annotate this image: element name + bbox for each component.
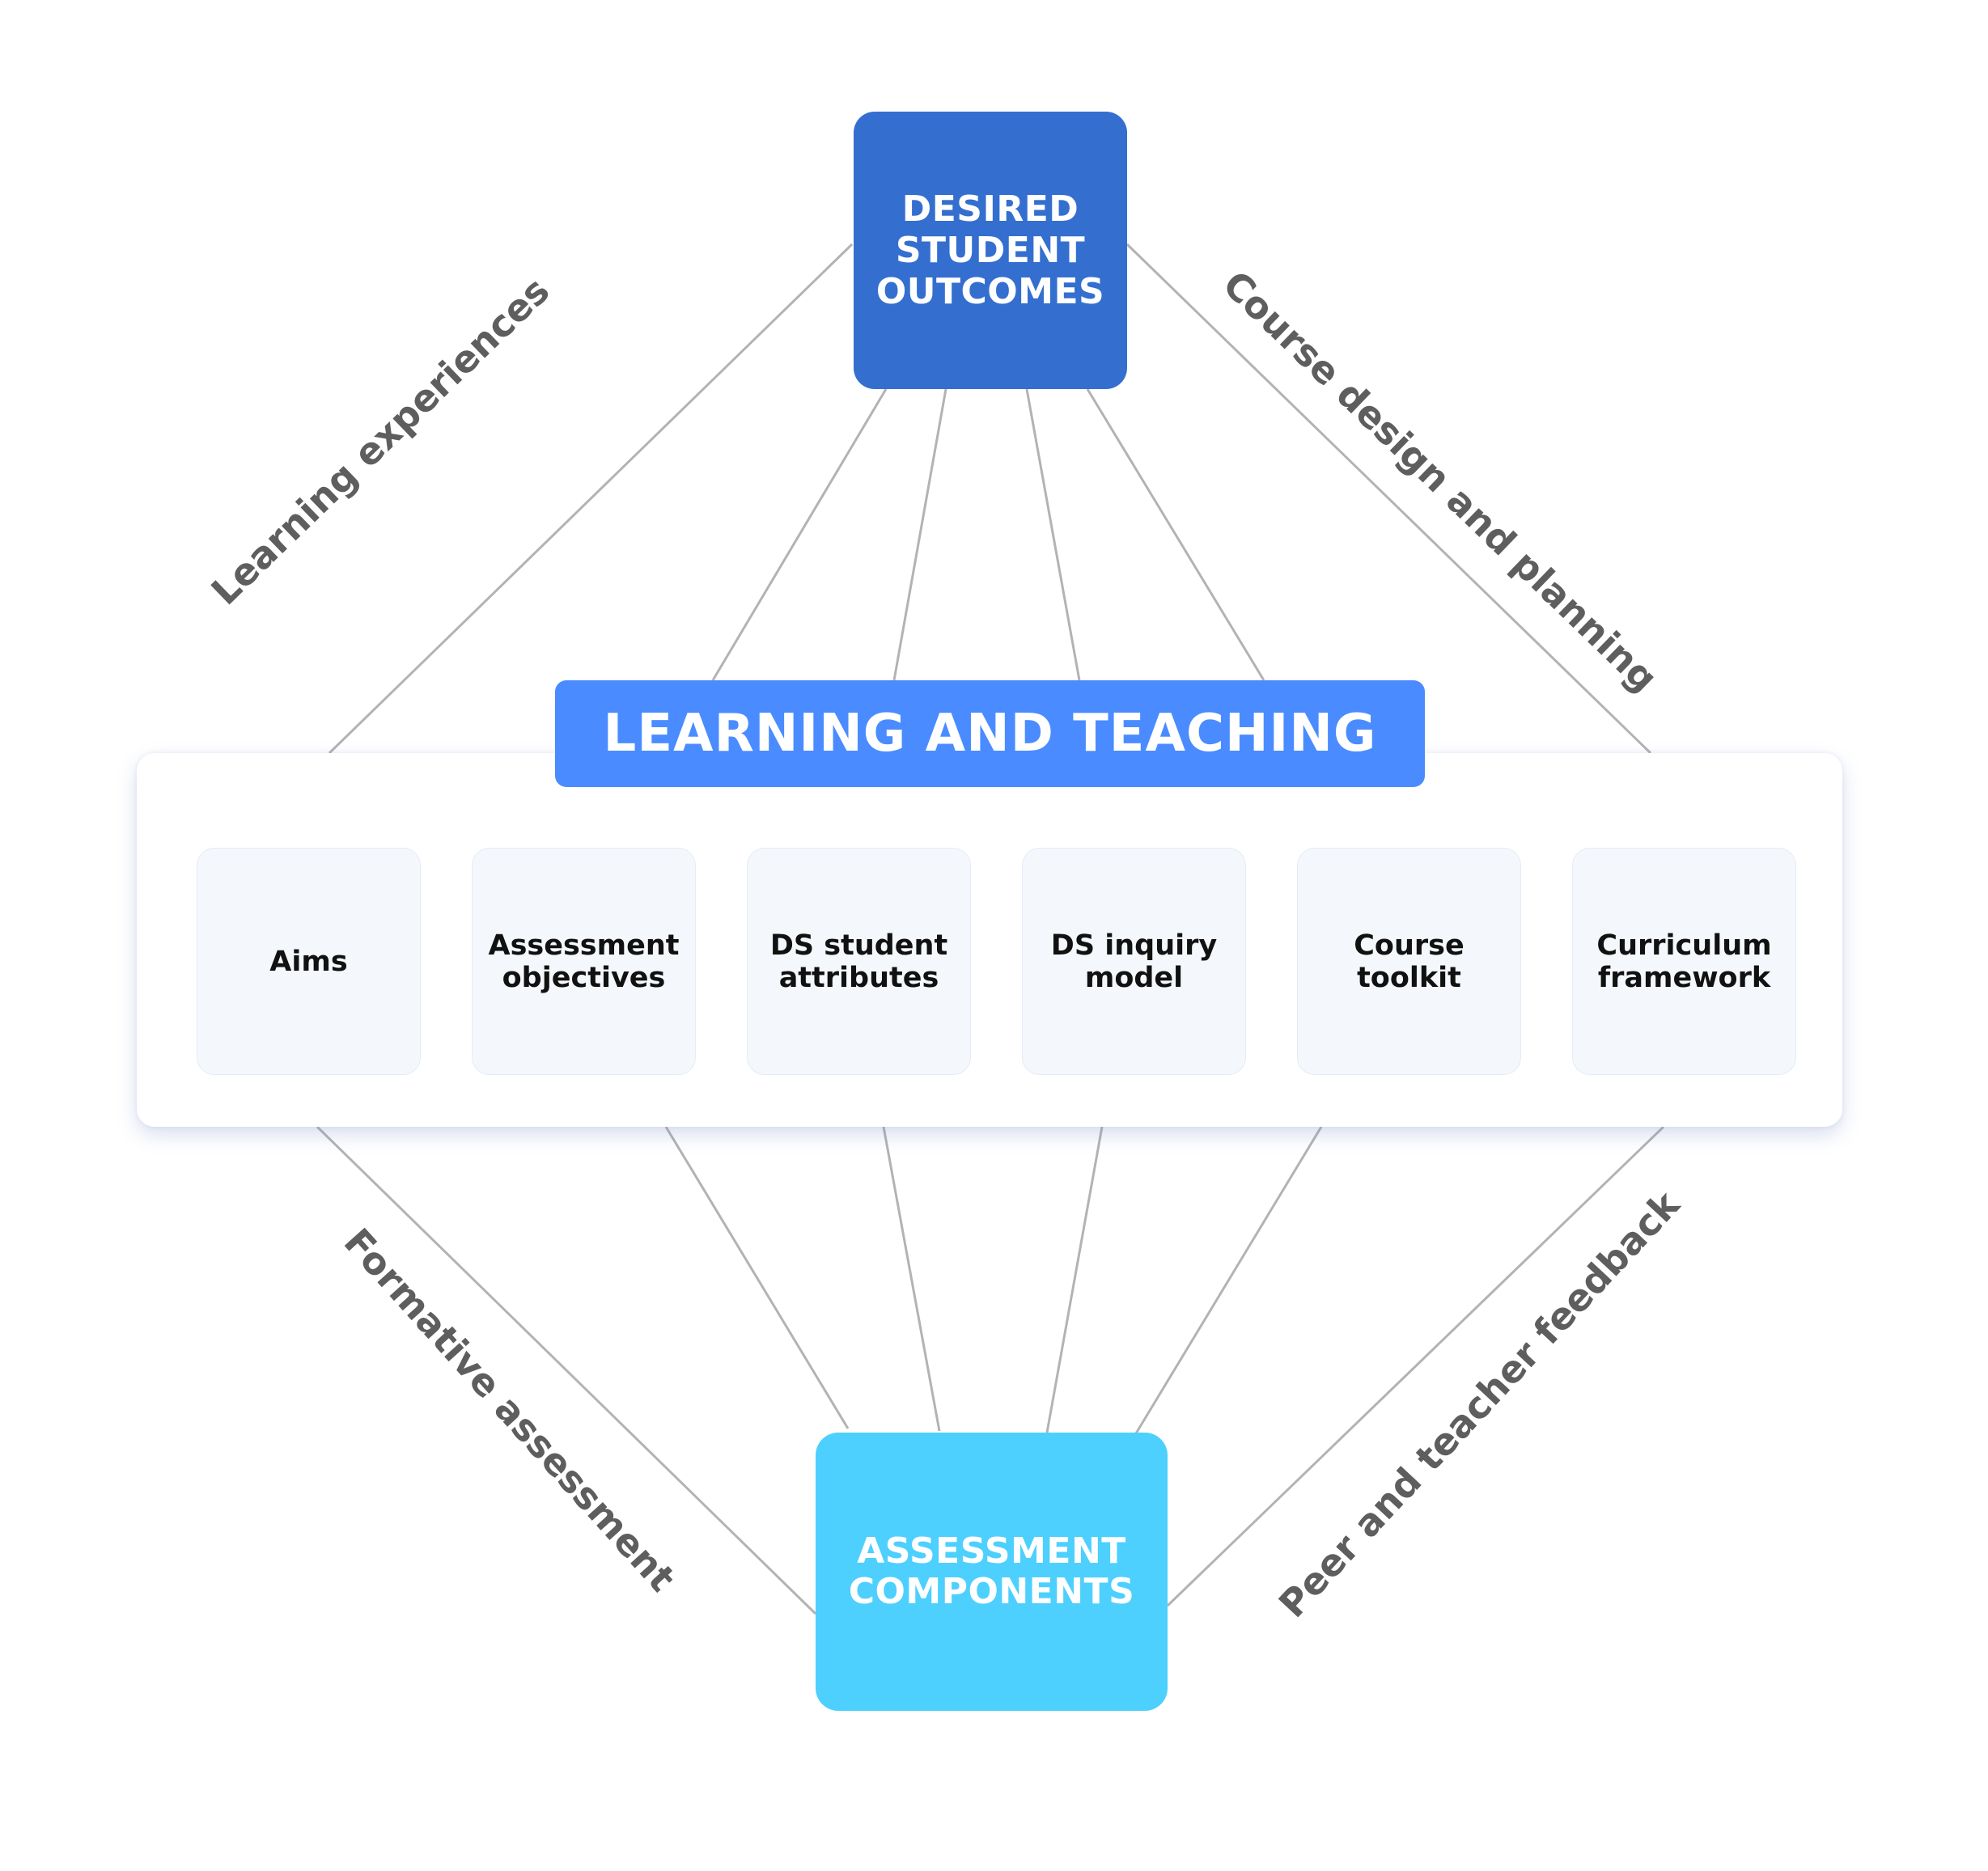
card-ds-student-attributes: DS student attributes	[747, 848, 971, 1075]
connector-bottom-fan-1	[664, 1126, 850, 1429]
card-label: DS student attributes	[769, 929, 948, 994]
learning-and-teaching-header: LEARNING AND TEACHING	[555, 680, 1425, 787]
card-label: Course toolkit	[1354, 929, 1465, 994]
connector-bottom-fan-2	[882, 1126, 941, 1432]
learning-and-teaching-panel	[137, 753, 1842, 1127]
assessment-components-node: ASSESSMENT COMPONENTS	[816, 1433, 1168, 1711]
connector-top-fan-2	[892, 388, 947, 681]
assessment-components-label: ASSESSMENT COMPONENTS	[848, 1530, 1135, 1612]
connector-top-fan-1	[711, 388, 888, 681]
connector-top-right	[1125, 243, 1652, 755]
desired-student-outcomes-label: DESIRED STUDENT OUTCOMES	[875, 188, 1105, 312]
card-label: Curriculum framework	[1596, 929, 1772, 994]
card-assessment-objectives: Assessment objectives	[472, 848, 696, 1075]
connector-bottom-left	[316, 1125, 817, 1615]
card-label: Aims	[269, 945, 348, 978]
connector-bottom-fan-4	[1134, 1126, 1323, 1434]
connector-bottom-right	[1166, 1125, 1665, 1607]
connector-top-left	[328, 243, 854, 755]
card-ds-inquiry-model: DS inquiry model	[1022, 848, 1246, 1075]
connector-bottom-fan-3	[1045, 1126, 1104, 1433]
card-label: DS inquiry model	[1050, 929, 1218, 994]
card-course-toolkit: Course toolkit	[1297, 848, 1521, 1075]
connector-top-fan-3	[1025, 388, 1081, 681]
connector-top-fan-4	[1086, 388, 1265, 681]
card-curriculum-framework: Curriculum framework	[1572, 848, 1796, 1075]
card-label: Assessment objectives	[488, 929, 680, 994]
desired-student-outcomes-node: DESIRED STUDENT OUTCOMES	[854, 112, 1127, 389]
card-aims: Aims	[197, 848, 421, 1075]
